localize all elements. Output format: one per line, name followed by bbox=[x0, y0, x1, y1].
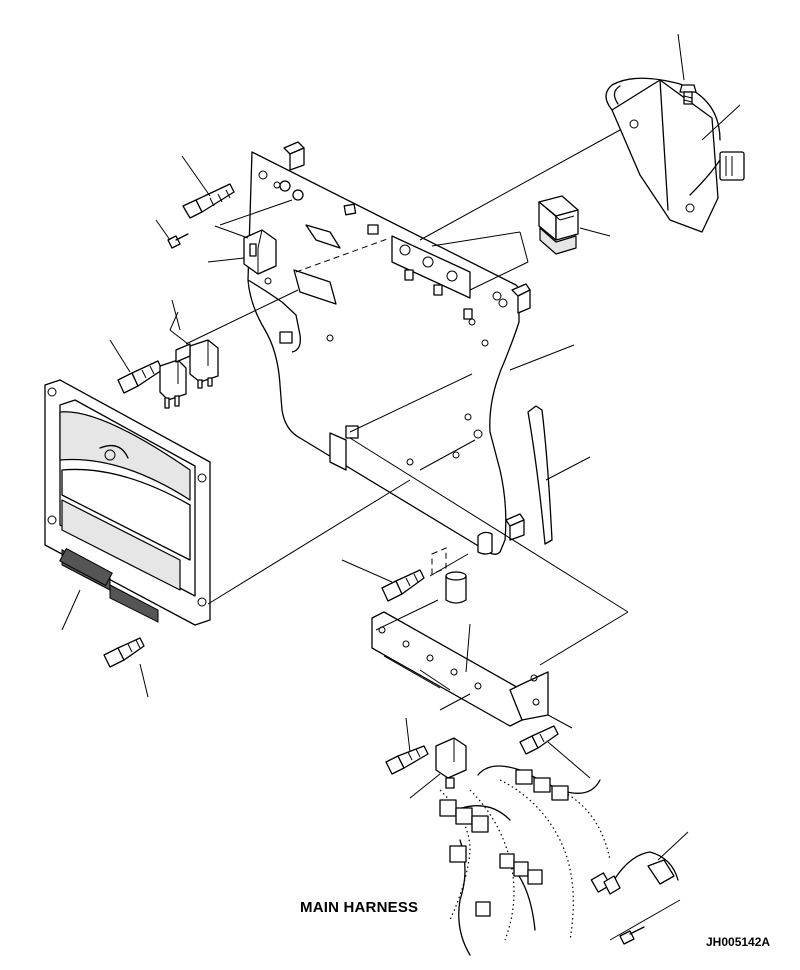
mounting-plate bbox=[247, 141, 531, 555]
main-harness-label: MAIN HARNESS bbox=[300, 899, 419, 916]
main-harness-drawing bbox=[439, 765, 679, 956]
ecu-module bbox=[44, 379, 211, 668]
controller-unit bbox=[605, 77, 745, 233]
connector-block bbox=[538, 195, 579, 255]
upper-left-fasteners bbox=[167, 180, 304, 275]
lower-bracket bbox=[371, 547, 559, 789]
middle-left-relays bbox=[117, 339, 219, 409]
drawing-id-label: JH005142A bbox=[706, 935, 771, 949]
wire-strap bbox=[527, 405, 553, 545]
leader-lines bbox=[61, 33, 741, 941]
